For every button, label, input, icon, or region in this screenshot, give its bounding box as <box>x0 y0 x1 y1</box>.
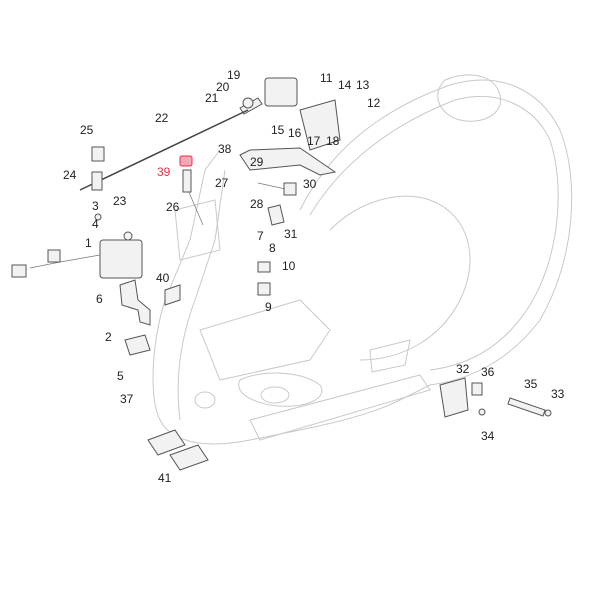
label-37[interactable]: 37 <box>120 392 134 406</box>
label-6[interactable]: 6 <box>96 292 103 306</box>
bracket <box>299 99 341 151</box>
label-20[interactable]: 20 <box>216 80 230 94</box>
label-41[interactable]: 41 <box>158 471 172 485</box>
label-40[interactable]: 40 <box>156 271 170 285</box>
scooter-frame <box>152 74 573 445</box>
label-5[interactable]: 5 <box>117 369 124 383</box>
label-28[interactable]: 28 <box>250 197 264 211</box>
parts <box>11 77 552 471</box>
switch <box>182 169 192 193</box>
label-35[interactable]: 35 <box>524 377 538 391</box>
label-32[interactable]: 32 <box>456 362 470 376</box>
label-16[interactable]: 16 <box>288 126 302 140</box>
label-33[interactable]: 33 <box>551 387 565 401</box>
label-17[interactable]: 17 <box>307 134 321 148</box>
label-30[interactable]: 30 <box>303 177 317 191</box>
label-11[interactable]: 11 <box>320 71 333 85</box>
label-3[interactable]: 3 <box>92 199 99 213</box>
label-27[interactable]: 27 <box>215 176 229 190</box>
label-4[interactable]: 4 <box>92 217 99 231</box>
label-10[interactable]: 10 <box>282 259 296 273</box>
label-2[interactable]: 2 <box>105 330 112 344</box>
label-7[interactable]: 7 <box>257 229 264 243</box>
bracket-32 <box>439 377 469 418</box>
connector <box>11 264 27 278</box>
label-12[interactable]: 12 <box>367 96 381 110</box>
label-18[interactable]: 18 <box>326 134 340 148</box>
label-21[interactable]: 21 <box>205 91 219 105</box>
label-22[interactable]: 22 <box>155 111 169 125</box>
label-36[interactable]: 36 <box>481 365 495 379</box>
label-31[interactable]: 31 <box>284 227 298 241</box>
label-8[interactable]: 8 <box>269 241 276 255</box>
connector <box>47 249 61 263</box>
relay-box[interactable] <box>264 77 298 107</box>
part-labels: 19 20 21 11 14 13 12 22 15 16 17 18 25 3… <box>63 68 565 485</box>
label-1[interactable]: 1 <box>85 236 92 250</box>
label-38[interactable]: 38 <box>218 142 232 156</box>
voltage-regulator[interactable] <box>99 239 143 279</box>
label-23[interactable]: 23 <box>113 194 127 208</box>
sleeve <box>91 171 103 191</box>
label-26[interactable]: 26 <box>166 200 180 214</box>
cap <box>91 146 105 162</box>
label-39[interactable]: 39 <box>157 165 171 179</box>
label-25[interactable]: 25 <box>80 123 94 137</box>
label-24[interactable]: 24 <box>63 168 77 182</box>
label-9[interactable]: 9 <box>265 300 272 314</box>
label-29[interactable]: 29 <box>250 155 264 169</box>
label-34[interactable]: 34 <box>481 429 495 443</box>
label-13[interactable]: 13 <box>356 78 370 92</box>
part-39-highlight[interactable] <box>179 155 193 167</box>
bracket-38 <box>239 147 337 176</box>
label-15[interactable]: 15 <box>271 123 285 137</box>
cable <box>79 109 249 191</box>
label-19[interactable]: 19 <box>227 68 241 82</box>
label-14[interactable]: 14 <box>338 78 352 92</box>
